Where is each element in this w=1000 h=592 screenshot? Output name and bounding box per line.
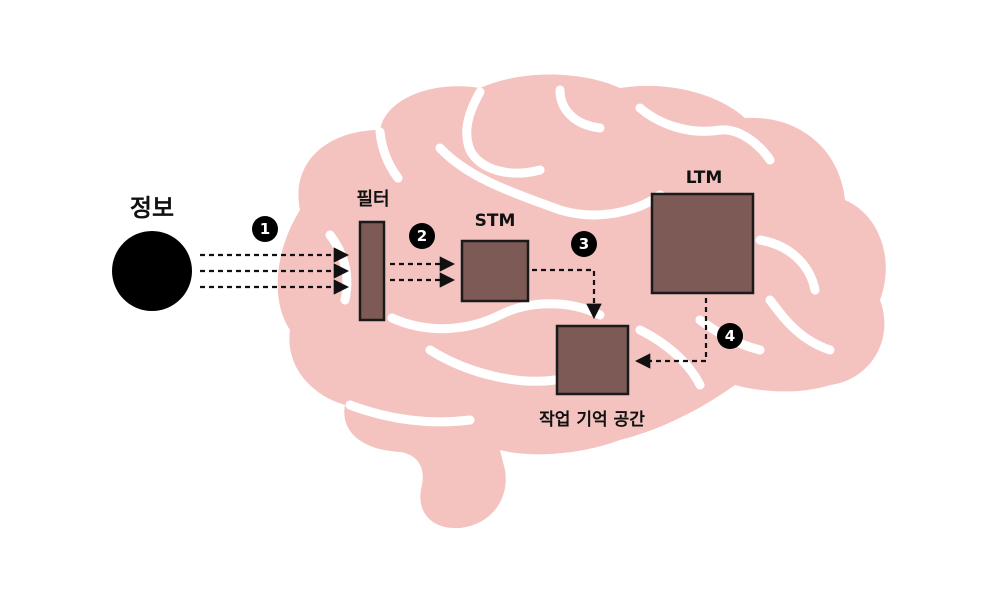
brain-fold	[635, 325, 705, 390]
brain-fold	[425, 345, 560, 386]
step-number-3: 3	[579, 235, 589, 253]
brain-fold	[462, 87, 545, 178]
brain-fold	[435, 143, 665, 220]
brain-shape	[277, 74, 886, 529]
stm-box	[460, 239, 530, 303]
step-badge-3	[571, 231, 597, 257]
brain-fold	[555, 85, 605, 133]
info-label: 정보	[130, 194, 174, 222]
step-badge-4	[717, 323, 743, 349]
brain-fold	[375, 127, 403, 183]
arrow-stm-to-working-memory	[532, 268, 602, 320]
step-badge-1	[252, 216, 278, 242]
arrow-ltm-to-working-memory	[634, 298, 708, 369]
working-memory-box	[555, 324, 630, 396]
stm-label: STM	[475, 211, 516, 231]
brain-fold	[345, 400, 475, 427]
filter-label: 필터	[356, 189, 389, 210]
filter-box	[358, 220, 386, 322]
step-number-4: 4	[725, 327, 735, 345]
step-badge-2	[409, 223, 435, 249]
ltm-label: LTM	[686, 168, 723, 188]
step-number-2: 2	[417, 227, 427, 245]
brain-fold	[387, 299, 605, 334]
brain-fold	[755, 235, 820, 295]
ltm-box	[650, 192, 755, 295]
step-number-1: 1	[260, 220, 270, 238]
info-circle	[112, 231, 192, 311]
brain-fold	[635, 103, 775, 165]
working-memory-label: 작업 기억 공간	[539, 410, 645, 430]
brain-fold	[765, 295, 835, 355]
